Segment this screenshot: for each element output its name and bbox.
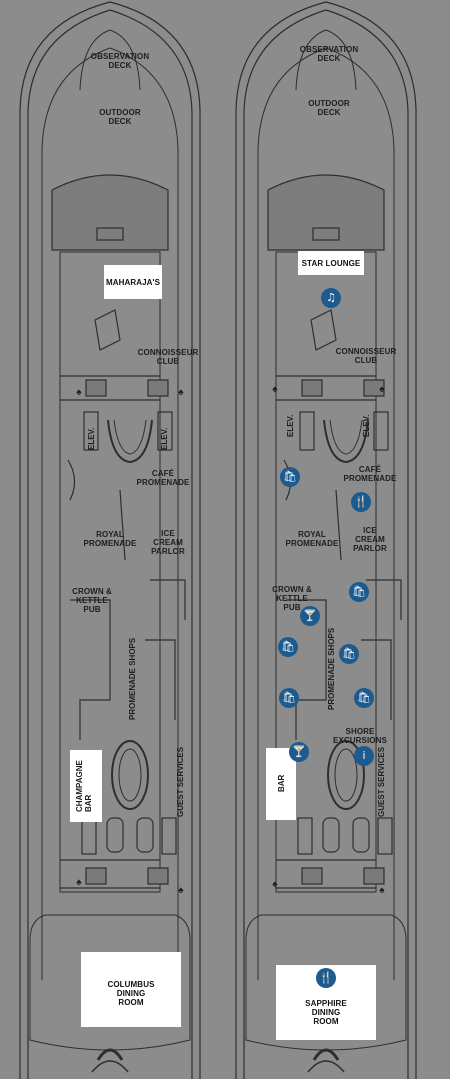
promenade-shops-label: PROMENADE SHOPS (327, 627, 336, 710)
elevator-label: ELEV. (286, 414, 295, 437)
restroom-icon: ♠ (178, 885, 184, 896)
guest-services-label: GUEST SERVICES (176, 746, 185, 817)
restroom-icon: ♠ (76, 877, 82, 888)
elevator-label: ELEV. (87, 427, 96, 450)
bar-label: BAR (277, 774, 286, 792)
maharajas-box[interactable]: MAHARAJA'S (104, 265, 162, 299)
maharajas-label: MAHARAJA'S (105, 278, 160, 287)
restroom-icon: ♠ (272, 384, 278, 395)
restroom-icon: ♠ (379, 885, 385, 896)
shopping-bag-icon[interactable]: 🛍 (349, 582, 369, 602)
star-lounge-box[interactable]: STAR LOUNGE (298, 251, 364, 275)
elevator-label: ELEV. (362, 414, 371, 437)
shopping-bag-icon[interactable]: 🛍 (354, 688, 374, 708)
shopping-bag-icon[interactable]: 🛍 (278, 637, 298, 657)
restroom-icon: ♠ (178, 387, 184, 398)
guest-services-label: GUEST SERVICES (377, 746, 386, 817)
restroom-icon: ♠ (272, 879, 278, 890)
elevator-label: ELEV. (160, 427, 169, 450)
shopping-bag-icon[interactable]: 🛍 (280, 467, 300, 487)
music-mask-icon[interactable]: ♫ (321, 288, 341, 308)
cocktail-icon[interactable]: 🍸 (300, 606, 320, 626)
fork-knife-icon[interactable]: 🍴 (351, 492, 371, 512)
cocktail-icon[interactable]: 🍸 (289, 742, 309, 762)
promenade-shops-label: PROMENADE SHOPS (128, 637, 137, 720)
bar-box[interactable]: BAR (266, 748, 296, 820)
restroom-icon: ♠ (76, 387, 82, 398)
star-lounge-label: STAR LOUNGE (301, 259, 361, 268)
shopping-bag-icon[interactable]: 🛍 (279, 688, 299, 708)
restroom-icon: ♠ (379, 384, 385, 395)
shopping-bag-icon[interactable]: 🛍 (339, 644, 359, 664)
fork-knife-icon[interactable]: 🍴 (316, 968, 336, 988)
info-icon[interactable]: i (354, 746, 374, 766)
